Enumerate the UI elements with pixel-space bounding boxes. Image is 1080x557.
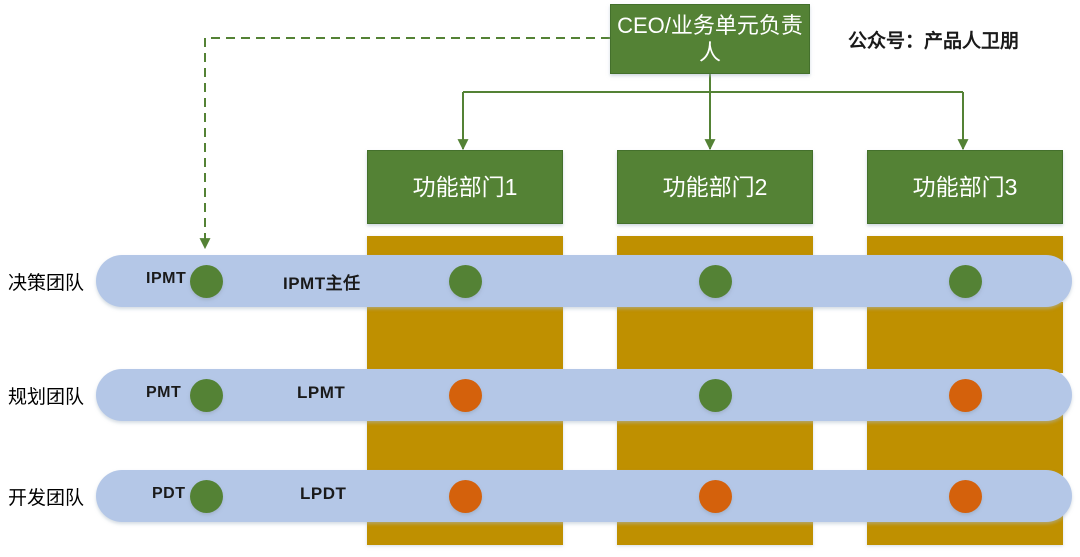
ceo-to-ipmt-dashed-connector bbox=[199, 37, 610, 250]
role-dot-planning-dept2[interactable] bbox=[698, 378, 732, 412]
team-code-label-development: PDT bbox=[152, 485, 186, 502]
department-box-2[interactable]: 功能部门2 bbox=[617, 150, 813, 224]
team-pill-decision[interactable] bbox=[96, 255, 1072, 307]
team-pill-planning[interactable] bbox=[96, 369, 1072, 421]
department-column-2-segment bbox=[617, 302, 813, 373]
role-dot-development-dept3[interactable] bbox=[948, 479, 982, 513]
role-dot-planning-dept1[interactable] bbox=[448, 378, 482, 412]
team-lead-dot-development[interactable] bbox=[189, 479, 223, 513]
department-box-2-label: 功能部门2 bbox=[662, 173, 768, 200]
team-row-label-decision: 决策团队 bbox=[8, 273, 85, 294]
team-role-label-planning: LPMT bbox=[297, 383, 346, 402]
department-column-3-segment bbox=[867, 302, 1063, 373]
department-box-3-label: 功能部门3 bbox=[912, 173, 1018, 200]
team-pill-development[interactable] bbox=[96, 470, 1072, 522]
department-box-3[interactable]: 功能部门3 bbox=[867, 150, 1063, 224]
role-dot-development-dept1[interactable] bbox=[448, 479, 482, 513]
watermark-label: 公众号：产品人卫朋 bbox=[848, 31, 1020, 52]
team-code-label-decision: IPMT bbox=[146, 270, 187, 287]
ceo-box-label: CEO/业务单元负责人 bbox=[617, 12, 803, 66]
ceo-box[interactable]: CEO/业务单元负责人 bbox=[610, 4, 810, 74]
role-dot-decision-dept3[interactable] bbox=[948, 264, 982, 298]
role-dot-decision-dept1[interactable] bbox=[448, 264, 482, 298]
team-lead-dot-planning[interactable] bbox=[189, 378, 223, 412]
team-role-label-development: LPDT bbox=[300, 484, 347, 503]
team-row-label-planning: 规划团队 bbox=[8, 387, 85, 408]
team-lead-dot-decision[interactable] bbox=[189, 264, 223, 298]
role-dot-development-dept2[interactable] bbox=[698, 479, 732, 513]
ceo-to-departments-connector bbox=[457, 74, 969, 151]
role-dot-planning-dept3[interactable] bbox=[948, 378, 982, 412]
department-box-1-label: 功能部门1 bbox=[412, 173, 518, 200]
team-code-label-planning: PMT bbox=[146, 384, 182, 401]
department-column-1-segment bbox=[367, 302, 563, 373]
team-row-label-development: 开发团队 bbox=[8, 488, 85, 509]
department-box-1[interactable]: 功能部门1 bbox=[367, 150, 563, 224]
role-dot-decision-dept2[interactable] bbox=[698, 264, 732, 298]
team-role-label-decision: IPMT主任 bbox=[283, 274, 361, 293]
